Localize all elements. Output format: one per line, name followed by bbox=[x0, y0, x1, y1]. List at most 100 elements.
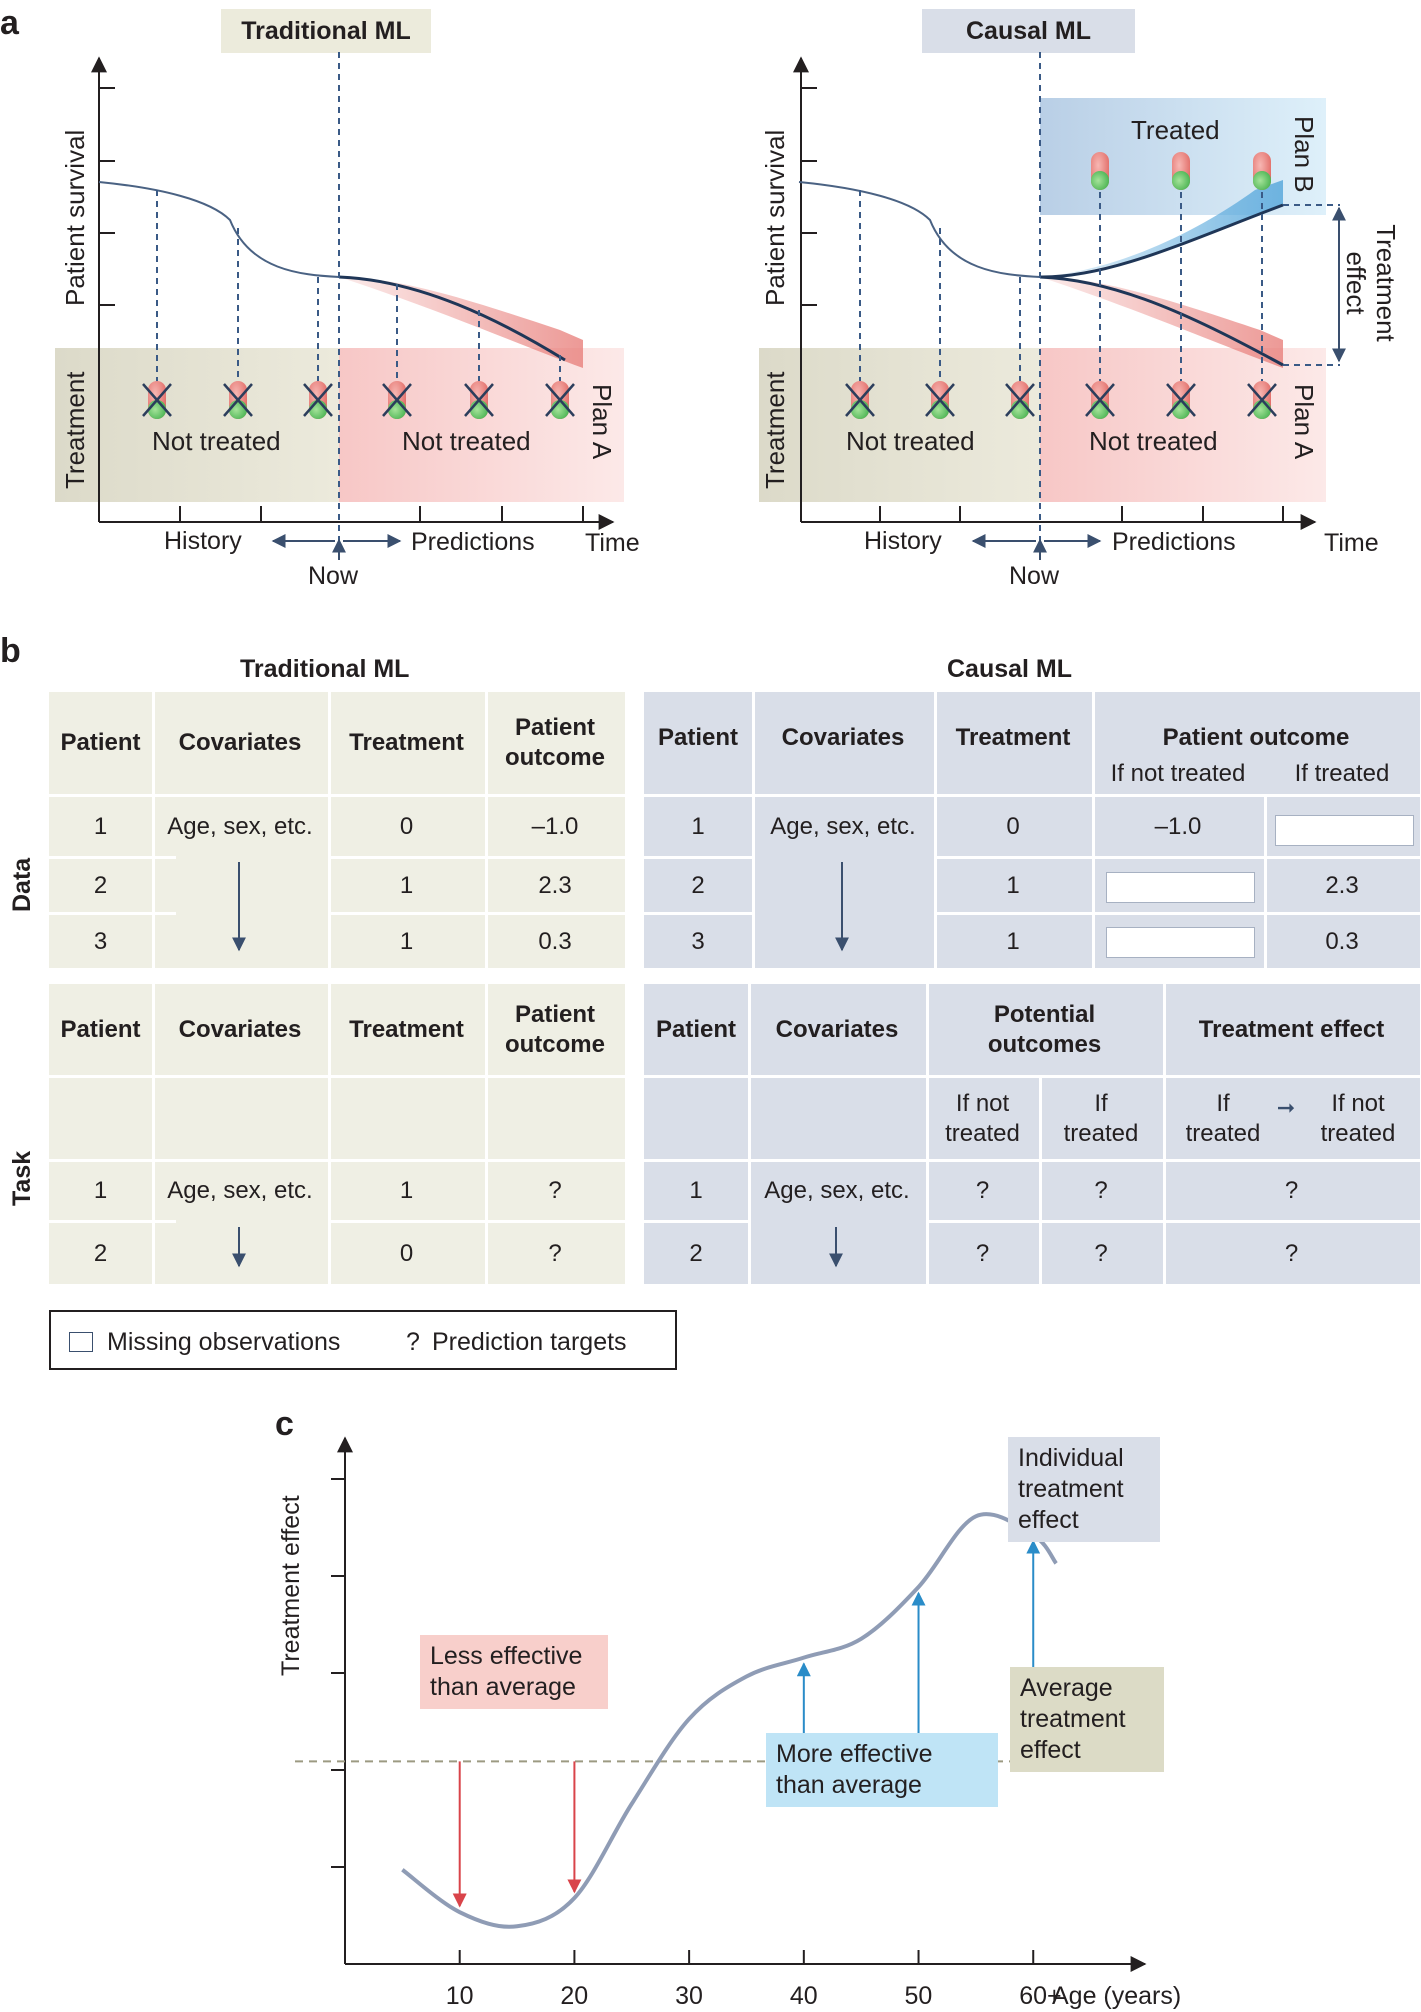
traditional-ml-title: Traditional ML bbox=[221, 9, 431, 53]
prediction-target: ? bbox=[1284, 1177, 1299, 1204]
divider bbox=[485, 984, 488, 1284]
causal-task-header-potential-outcomes: Potential outcomes bbox=[987, 1000, 1102, 1058]
not-treated-pred-right: Not treated bbox=[1089, 426, 1218, 456]
table-cell: 3 bbox=[93, 927, 108, 955]
table-cell: 0.3 bbox=[538, 927, 572, 955]
average-effect-callout: Average treatment effect bbox=[1010, 1667, 1164, 1772]
causal-data-header-patient: Patient bbox=[657, 724, 738, 751]
table-cell: Age, sex, etc. bbox=[770, 812, 916, 840]
individual-effect-callout: Individual treatment effect bbox=[1008, 1437, 1160, 1542]
causal-task-header-covariates: Covariates bbox=[775, 1015, 899, 1043]
prediction-targets-legend-label: Prediction targets bbox=[432, 1328, 627, 1356]
table-cell: –1.0 bbox=[531, 812, 579, 840]
x-axis-label: Age (years) bbox=[1052, 1982, 1182, 2010]
history-label-left: History bbox=[164, 527, 242, 555]
not-treated-pred-left: Not treated bbox=[402, 426, 531, 456]
divider bbox=[926, 1220, 1420, 1223]
divider bbox=[748, 984, 751, 1284]
trad-task-table bbox=[49, 984, 625, 1284]
more-effective-callout: More effective than average bbox=[766, 1733, 998, 1807]
causal-data-subheader-if-treated: If treated bbox=[1294, 760, 1390, 787]
individual-effect-curve bbox=[401, 1512, 1058, 1929]
divider bbox=[152, 912, 176, 915]
x-tick-label: 20 bbox=[560, 1982, 589, 2010]
causal-task-subheader-if-treated: If treated bbox=[1063, 1089, 1139, 1147]
traditional-ml-table-title: Traditional ML bbox=[240, 655, 410, 683]
time-label-right: Time bbox=[1324, 529, 1379, 557]
causal-task-effect-to: If not treated bbox=[1320, 1089, 1396, 1147]
prediction-target: ? bbox=[548, 1177, 562, 1204]
table-cell: 1 bbox=[93, 812, 108, 840]
divider bbox=[152, 1220, 176, 1223]
trad-data-header-covariates: Covariates bbox=[178, 729, 302, 756]
y-axis-label: Treatment effect bbox=[277, 1495, 305, 1676]
divider bbox=[1163, 984, 1166, 1284]
prediction-target: ? bbox=[975, 1239, 990, 1267]
missing-observation-box bbox=[1106, 927, 1255, 958]
covariate-arrows bbox=[232, 862, 849, 1268]
table-cell: 1 bbox=[689, 1177, 703, 1204]
not-treated-history-left: Not treated bbox=[152, 426, 281, 456]
table-cell: 1 bbox=[399, 927, 414, 955]
divider bbox=[152, 984, 155, 1284]
divider bbox=[644, 794, 1420, 797]
divider bbox=[49, 794, 625, 797]
trad-data-table bbox=[49, 692, 625, 968]
divider bbox=[934, 856, 1420, 859]
prediction-target: ? bbox=[1094, 1239, 1108, 1267]
prediction-target: ? bbox=[548, 1239, 562, 1267]
causal-data-header-outcome: Patient outcome bbox=[1162, 724, 1350, 751]
divider bbox=[49, 1075, 625, 1078]
panel-c-letter: c bbox=[275, 1405, 294, 1443]
divider bbox=[926, 984, 929, 1284]
divider bbox=[1039, 1075, 1042, 1284]
prediction-target-legend-icon: ? bbox=[406, 1328, 420, 1356]
causal-data-subheader-if-not-treated: If not treated bbox=[1110, 760, 1246, 787]
effect-arrow-icon: ➞ bbox=[1276, 1095, 1296, 1121]
table-cell: Age, sex, etc. bbox=[167, 1177, 313, 1204]
legend: Missing observations ? Prediction target… bbox=[49, 1310, 677, 1370]
divider bbox=[644, 912, 752, 915]
not-treated-history-right: Not treated bbox=[846, 426, 975, 456]
table-cell: 0 bbox=[399, 812, 414, 840]
table-cell: 1 bbox=[399, 871, 414, 899]
table-cell: 2.3 bbox=[1325, 871, 1359, 899]
table-cell: 2 bbox=[691, 871, 705, 899]
causal-data-header-treatment: Treatment bbox=[955, 724, 1071, 751]
x-axis-ticks bbox=[458, 1950, 1035, 1964]
missing-observation-box bbox=[1106, 872, 1255, 903]
divider bbox=[1264, 794, 1267, 968]
now-label-right: Now bbox=[1009, 562, 1060, 590]
divider bbox=[934, 912, 1420, 915]
divider bbox=[49, 912, 152, 915]
table-cell: 2.3 bbox=[538, 871, 572, 899]
panel-a-graphics bbox=[55, 52, 1346, 560]
missing-observation-box bbox=[1275, 815, 1414, 846]
treated-label: Treated bbox=[1131, 115, 1220, 145]
divider bbox=[644, 1075, 1420, 1078]
missing-observations-legend-label: Missing observations bbox=[107, 1328, 341, 1356]
history-label-right: History bbox=[864, 527, 942, 555]
time-label-left: Time bbox=[585, 529, 640, 557]
causal-task-effect-from: If treated bbox=[1185, 1089, 1261, 1147]
x-tick-label: 60+ bbox=[1019, 1982, 1062, 2010]
table-cell: 2 bbox=[93, 1239, 108, 1267]
causal-task-table bbox=[644, 984, 1420, 1284]
divider bbox=[644, 1220, 748, 1223]
missing-observation-legend-icon bbox=[69, 1332, 93, 1352]
x-tick-label: 10 bbox=[445, 1982, 474, 2010]
causal-task-header-treatment-effect: Treatment effect bbox=[1198, 1015, 1385, 1043]
causal-ml-table-title: Causal ML bbox=[947, 655, 1073, 683]
now-label-left: Now bbox=[308, 562, 359, 590]
predictions-label-left: Predictions bbox=[411, 528, 535, 556]
table-cell: 1 bbox=[93, 1177, 108, 1204]
prediction-target: ? bbox=[1094, 1177, 1108, 1204]
divider bbox=[644, 856, 752, 859]
y-axis-ticks bbox=[331, 1478, 345, 1868]
divider bbox=[328, 856, 625, 859]
table-cell: Age, sex, etc. bbox=[167, 812, 313, 840]
effect-arrows bbox=[452, 1539, 1041, 1908]
x-tick-label: 30 bbox=[675, 1982, 703, 2010]
divider bbox=[152, 692, 155, 968]
